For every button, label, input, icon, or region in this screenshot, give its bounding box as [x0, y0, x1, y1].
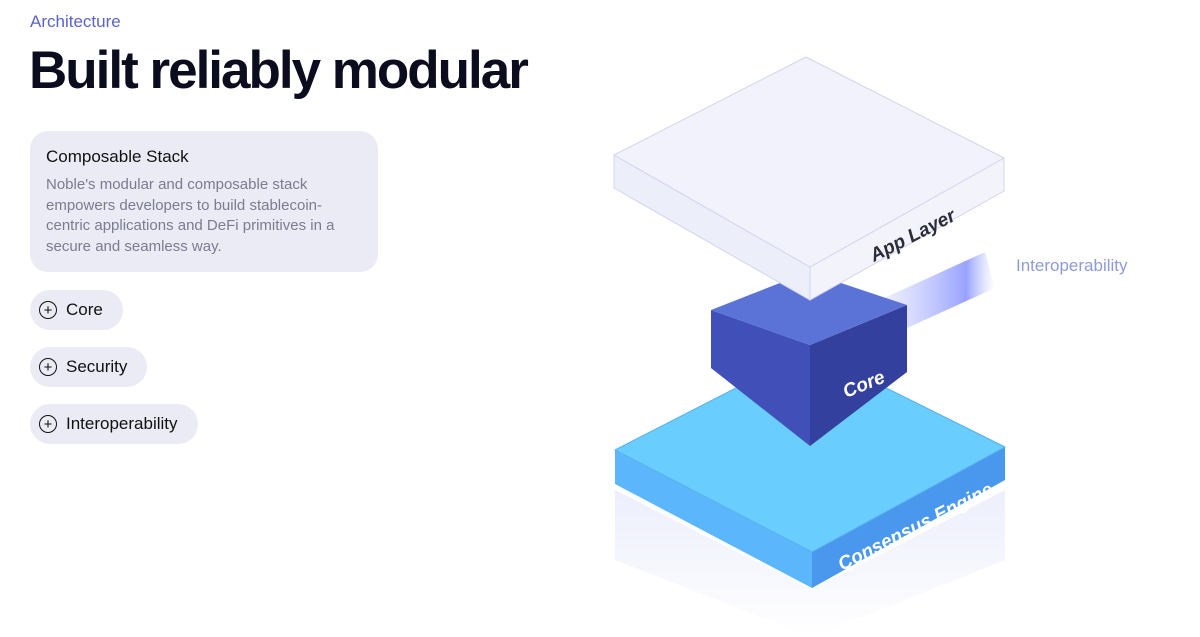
pill-interoperability[interactable]: + Interoperability: [30, 404, 198, 444]
plus-circle-icon: +: [39, 301, 57, 319]
composable-stack-card[interactable]: Composable Stack Noble's modular and com…: [30, 131, 378, 272]
plus-circle-icon: +: [39, 415, 57, 433]
app-layer-block: App Layer: [613, 56, 1005, 301]
pill-security[interactable]: + Security: [30, 347, 148, 387]
plus-circle-icon: +: [39, 358, 57, 376]
consensus-shadow: [615, 490, 1005, 637]
pill-label: Interoperability: [66, 414, 178, 433]
interop-beam: [880, 252, 995, 338]
section-eyebrow: Architecture: [30, 12, 121, 31]
pill-label: Security: [66, 357, 128, 376]
card-title: Composable Stack: [46, 147, 189, 166]
page-title: Built reliably modular: [29, 41, 529, 100]
consensus-engine-block: Consensus Engine: [614, 349, 1006, 588]
pill-core[interactable]: + Core: [30, 290, 123, 330]
card-body: Noble's modular and composable stack emp…: [46, 176, 335, 256]
pill-label: Core: [66, 300, 103, 319]
interoperability-label: Interoperability: [1016, 256, 1128, 275]
